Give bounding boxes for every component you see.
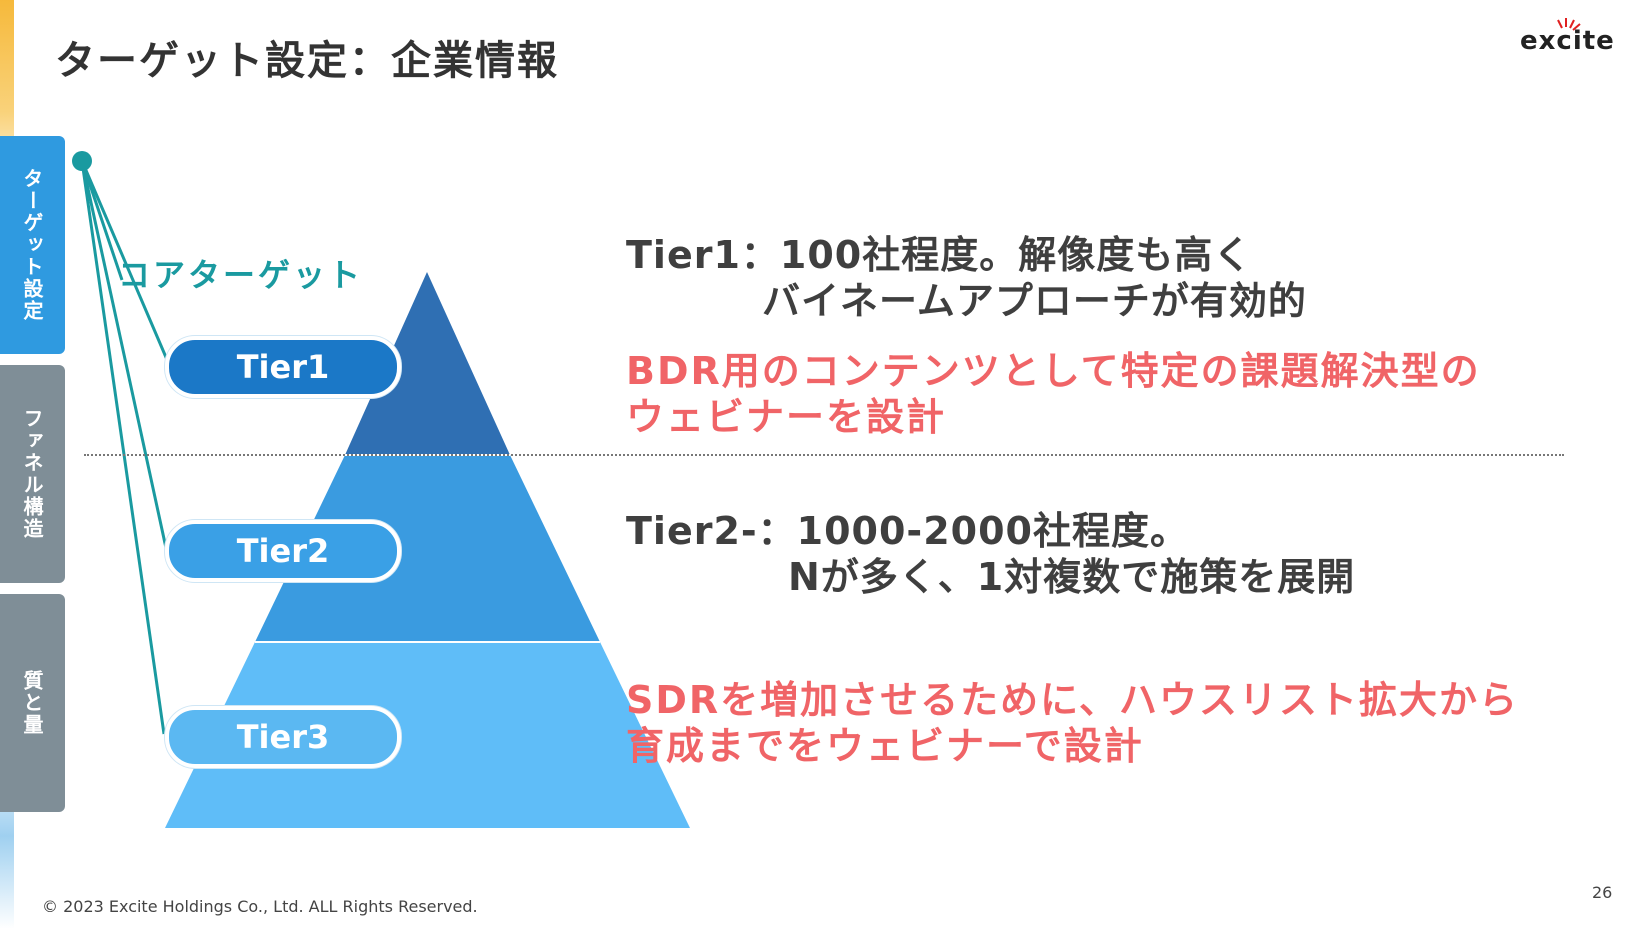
pyramid-tier3-segment [165,642,690,828]
logo-text: excite [1520,26,1615,56]
tier-divider-line [84,454,1564,456]
side-tab-label: 質と量 [20,670,44,736]
tier1-description-line2: バイネームアプローチが有効的 [762,279,1307,323]
connector-lines [80,160,170,735]
tier1-highlight-line1: BDR用のコンテンツとして特定の課題解決型の [626,349,1481,393]
copyright-text: © 2023 Excite Holdings Co., Ltd. ALL Rig… [42,897,478,916]
tier3-highlight-line2: 育成までをウェビナーで設計 [626,724,1144,768]
tier1-pill: Tier1 [165,336,401,398]
side-tab-label: ターゲット設定 [20,168,44,322]
pyramid-tier2-segment [255,455,600,642]
tier3-pill: Tier3 [165,706,401,768]
core-target-label: コアターゲット [118,256,364,294]
slide-title: ターゲット設定：企業情報 [55,38,559,84]
side-tab-target-setting[interactable]: ターゲット設定 [0,136,65,354]
tier1-highlight-line2: ウェビナーを設計 [626,395,947,439]
tier2-pill: Tier2 [165,520,401,582]
tier2-description-line2: Nが多く、1対複数で施策を展開 [788,555,1356,599]
connector-dot [72,151,92,171]
page-number: 26 [1592,883,1613,902]
pyramid-tier1-segment [345,272,510,455]
excite-logo: excite [1520,18,1630,58]
side-tab-quality-quantity[interactable]: 質と量 [0,594,65,812]
tier3-highlight-line1: SDRを増加させるために、ハウスリスト拡大から [626,678,1520,722]
side-tab-label: ファネル構造 [20,408,44,540]
tier1-description-line1: Tier1：100社程度。解像度も高く [626,233,1253,277]
tier2-description-line1: Tier2-：1000-2000社程度。 [626,509,1189,553]
logo-burst-icon [1557,18,1581,31]
side-tab-funnel-structure[interactable]: ファネル構造 [0,365,65,583]
